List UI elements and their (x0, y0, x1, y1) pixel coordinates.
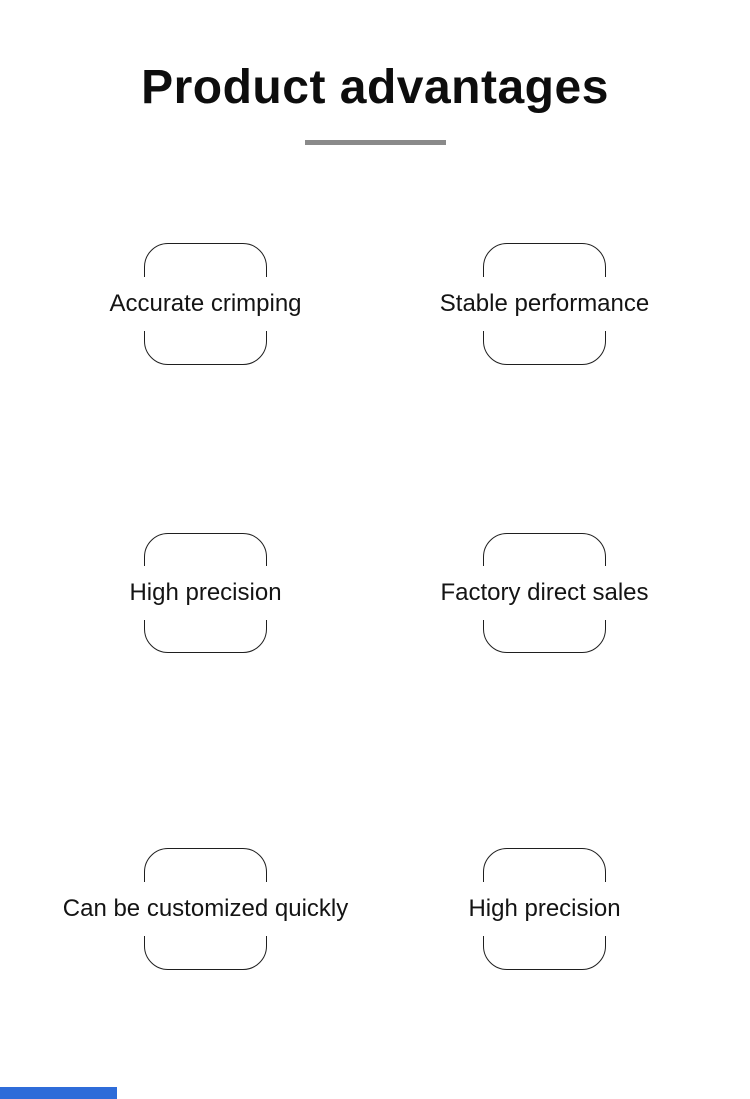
advantage-label: High precision (119, 566, 292, 620)
advantage-badge: High precision (119, 533, 292, 653)
title-divider (305, 140, 446, 145)
advantage-badge: High precision (458, 848, 631, 970)
advantage-label: High precision (458, 882, 631, 936)
advantage-label: Accurate crimping (99, 277, 312, 331)
advantage-label: Stable performance (429, 277, 660, 331)
advantage-badge: Stable performance (429, 243, 660, 365)
advantage-badge: Accurate crimping (99, 243, 312, 365)
page-title: Product advantages (141, 61, 609, 114)
bottom-blue-bar (0, 1087, 117, 1099)
advantage-label: Factory direct sales (430, 566, 659, 620)
advantage-label: Can be customized quickly (52, 882, 359, 936)
advantage-badge: Can be customized quickly (52, 848, 359, 970)
advantage-badge: Factory direct sales (430, 533, 659, 653)
